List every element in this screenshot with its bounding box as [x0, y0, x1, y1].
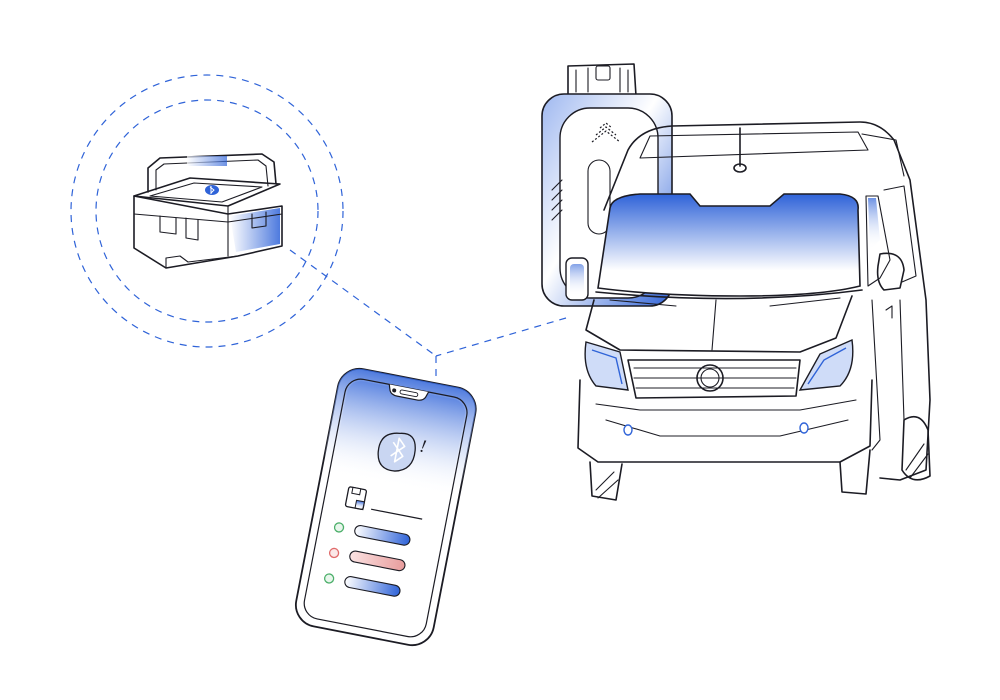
status-dot-ok — [323, 573, 335, 584]
status-bar-blue — [354, 524, 411, 546]
signal-ring-inner — [95, 99, 319, 323]
signal-ring-outer — [70, 74, 344, 348]
connection-lines — [70, 74, 567, 378]
status-dot-error — [328, 547, 340, 559]
status-bar-red — [349, 550, 406, 572]
phone: ! — [294, 367, 477, 647]
alert-glyph: ! — [418, 436, 428, 457]
status-dot-ok — [333, 522, 345, 533]
file-divider-line — [370, 508, 423, 520]
floppy-icon — [344, 486, 367, 511]
bluetooth-icon — [205, 185, 219, 195]
van — [577, 121, 931, 501]
bluetooth-alert-icon: ! — [377, 432, 428, 472]
status-bar-blue — [344, 576, 401, 597]
toolbox — [133, 153, 283, 269]
link-toolbox-to-hub — [289, 249, 437, 357]
link-adapter-to-hub — [435, 317, 567, 357]
status-row — [333, 522, 411, 546]
status-row — [323, 573, 401, 597]
status-row — [328, 547, 406, 572]
signal-chevrons-icon — [591, 122, 621, 143]
